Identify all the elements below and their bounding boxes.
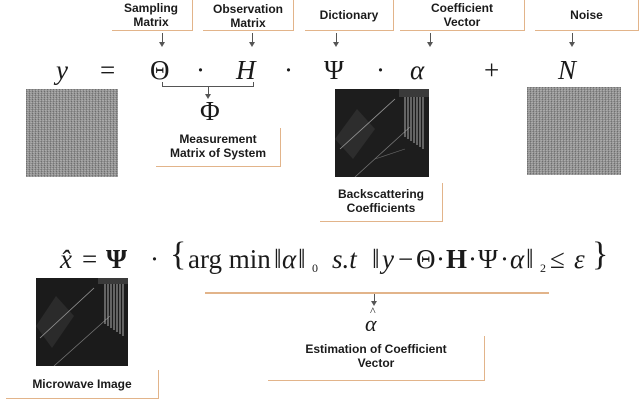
bracket-theta-h: [162, 86, 254, 87]
eq1-H: H: [236, 55, 256, 85]
eq2-H: H: [446, 244, 468, 274]
eq1-psi: Ψ: [324, 55, 344, 85]
eq1-dot2: ·: [284, 55, 293, 85]
eq2-dot1: ·: [150, 244, 159, 274]
eq2-y: y: [382, 244, 394, 274]
observation-matrix-box: [203, 0, 294, 31]
eq1-N: N: [558, 55, 577, 85]
noise-image-left: [26, 89, 118, 177]
eq2-alpha-hat-caret: ^: [370, 304, 376, 318]
measurement-matrix-box: [156, 128, 281, 167]
backscattering-box: [320, 183, 443, 222]
noise-box: [535, 0, 639, 31]
eq2-psi2: Ψ: [478, 244, 498, 274]
arrow-phi: [205, 87, 211, 99]
eq1-dot1: ·: [196, 55, 205, 85]
eq2-alpha2: α: [510, 244, 525, 274]
eq2-minus: −: [398, 244, 414, 274]
dictionary-box: [305, 0, 394, 31]
estimation-box: [268, 336, 485, 381]
microwave-image-label: Microwave Image: [32, 377, 132, 391]
bracket-right-tick: [253, 82, 254, 87]
eq1-phi: Φ: [200, 96, 220, 126]
eq2-argmin: arg min: [188, 244, 271, 274]
bracket-left-tick: [162, 82, 163, 87]
arrow-coefficient: [427, 33, 433, 47]
microwave-image-box: [6, 370, 159, 399]
eq2-leq: ≤: [550, 244, 565, 274]
eq2-theta: Θ: [416, 244, 436, 274]
eq2-eps: ε: [574, 244, 585, 274]
backscattering-image: [335, 89, 429, 177]
eq2-xhat: x̂: [60, 244, 72, 274]
eq2-st: s.t: [332, 244, 357, 274]
eq2-norm-open2: ‖: [372, 244, 380, 274]
eq1-theta: Θ: [150, 55, 170, 85]
sampling-matrix-box: [112, 0, 193, 31]
eq2-dot3: ·: [468, 244, 477, 274]
coefficient-vector-box: [400, 0, 525, 31]
eq2-norm-close: ‖: [298, 244, 306, 274]
eq2-norm-close2: ‖: [526, 244, 534, 274]
arrow-sampling: [159, 33, 165, 47]
eq2-psi: Ψ: [106, 244, 128, 274]
eq2-rbrace: }: [592, 236, 609, 273]
eq2-sub0: 0: [312, 261, 318, 275]
noise-image-right: [527, 87, 621, 175]
eq1-dot3: ·: [376, 55, 385, 85]
eq2-alpha: α: [282, 244, 297, 274]
eq1-y: y: [56, 55, 68, 85]
arrow-observation: [249, 33, 255, 47]
eq2-alpha-hat: α: [365, 311, 377, 336]
microwave-image: [36, 278, 128, 366]
eq1-equals: =: [100, 55, 116, 85]
eq2-sub2: 2: [540, 261, 546, 275]
eq2-lbrace: {: [170, 236, 187, 273]
noise-label: Noise: [570, 8, 603, 22]
eq2-dot2: ·: [436, 244, 445, 274]
eq2-dot4: ·: [500, 244, 509, 274]
eq2-norm-open: ‖: [274, 244, 282, 274]
arrow-dictionary: [333, 33, 339, 47]
bracket-argmin: [205, 292, 549, 294]
arrow-alpha-hat: [371, 294, 377, 306]
eq1-plus: +: [484, 55, 500, 85]
arrow-noise: [569, 33, 575, 47]
dictionary-label: Dictionary: [319, 8, 379, 22]
eq1-alpha: α: [410, 55, 425, 85]
eq2-equals: =: [82, 244, 98, 274]
